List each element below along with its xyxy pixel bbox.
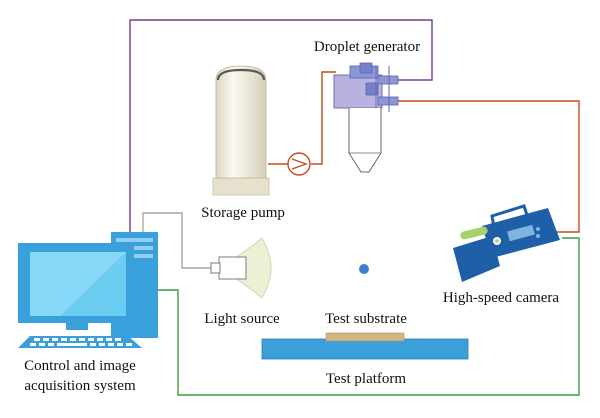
droplet-icon (359, 264, 369, 274)
pump-icon (287, 152, 311, 176)
green-wire (158, 237, 580, 396)
storage-tank-icon (212, 65, 270, 196)
high-speed-camera-label: High-speed camera (443, 290, 560, 306)
pump-to-generator-tube (311, 71, 336, 165)
test-platform-label: Test platform (326, 371, 407, 387)
light-source-icon (210, 237, 272, 299)
control-system-label-line1: Control and image (24, 358, 136, 374)
substrate-icon (325, 332, 405, 342)
gray-wire (142, 212, 212, 269)
droplet-generator-icon (333, 62, 399, 173)
test-substrate-label: Test substrate (325, 311, 407, 327)
storage-pump-label: Storage pump (201, 205, 285, 221)
droplet-generator-label: Droplet generator (314, 39, 420, 55)
light-source-label: Light source (204, 311, 280, 327)
computer-icon (18, 232, 158, 348)
camera-icon (453, 204, 560, 282)
platform-icon (261, 338, 469, 360)
purple-wire (129, 19, 433, 232)
control-system-label-line2: acquisition system (24, 378, 136, 394)
red-wire (398, 100, 580, 233)
